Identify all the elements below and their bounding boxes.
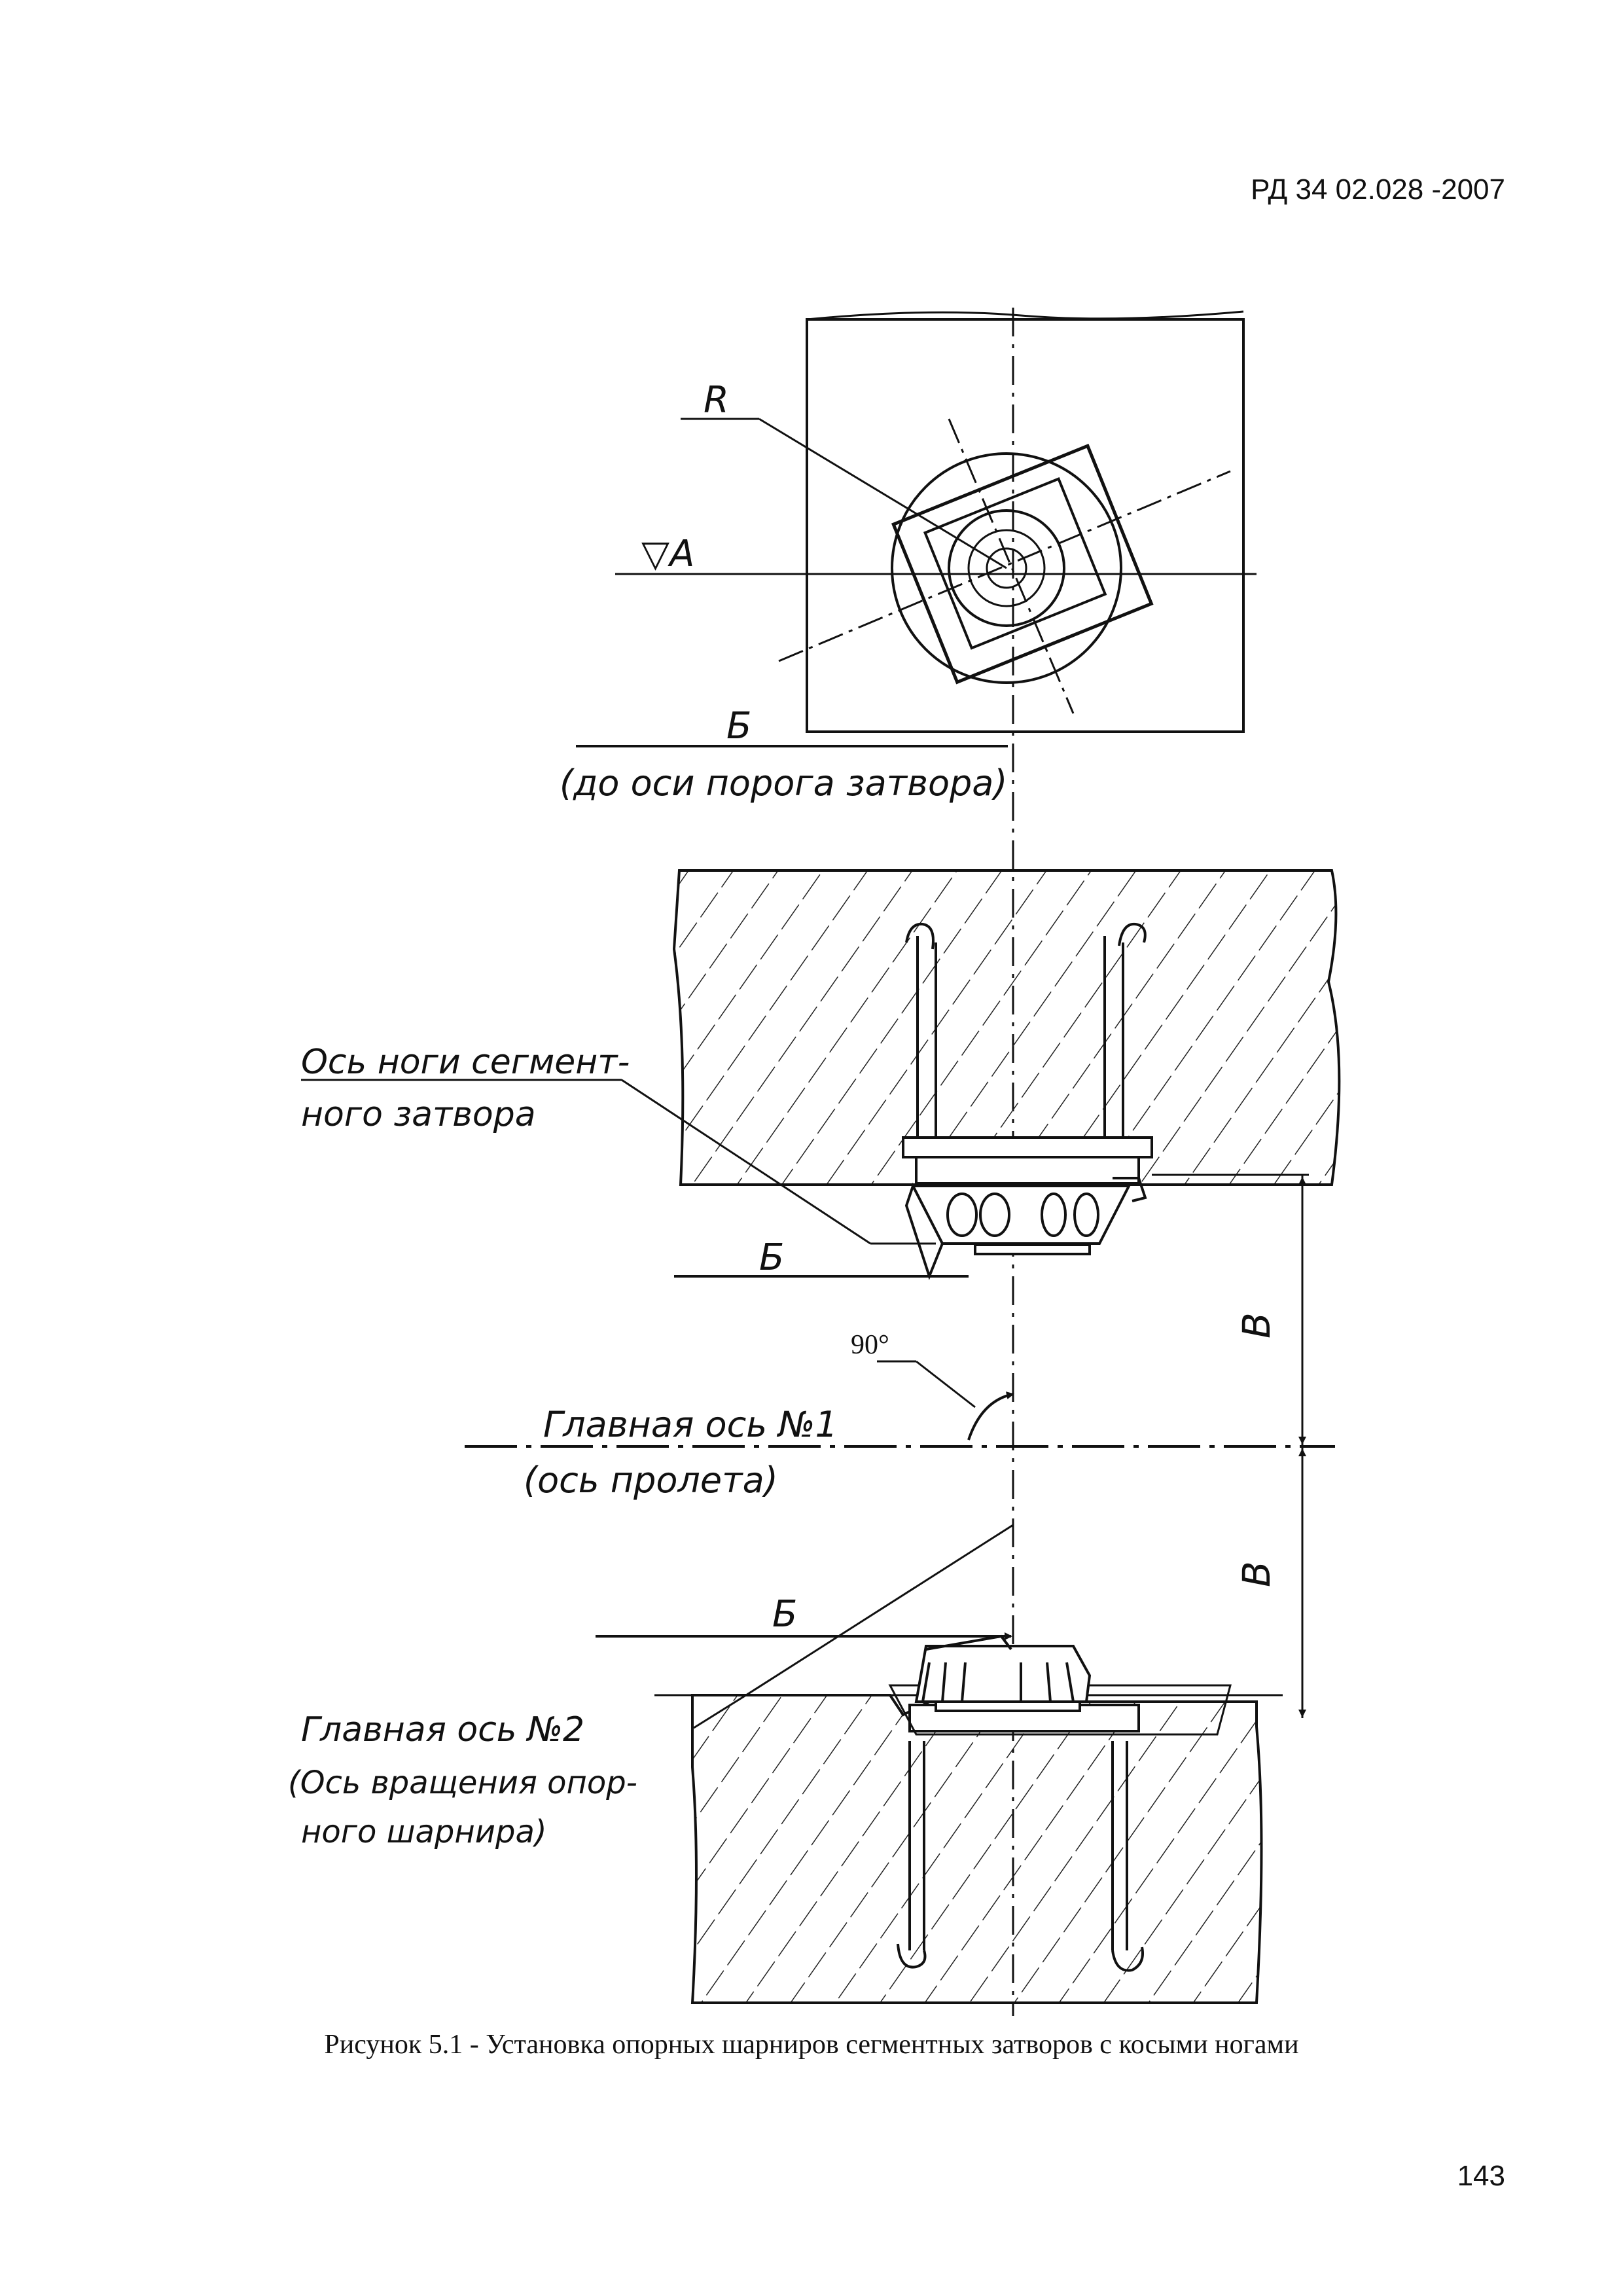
main-axis-1-label: Главная ось №1 — [543, 1404, 838, 1445]
leg-axis-label-line1: Ось ноги сегмент- — [301, 1043, 630, 1082]
document-id: РД 34 02.028 -2007 — [1251, 173, 1505, 206]
right-angle-mark — [877, 1360, 1014, 1441]
page-number: 143 — [1457, 2160, 1505, 2192]
main-axis-2-note-line2: ного шарнира) — [301, 1814, 547, 1850]
main-axis-2-note-line1: (Ось вращения опор- — [288, 1765, 637, 1801]
upper-concrete-block — [672, 869, 1341, 1186]
section-note: (до оси порога затвора) — [560, 762, 1007, 804]
main-axis-1-note: (ось пролета) — [524, 1460, 778, 1501]
dimension-lines — [1152, 1174, 1309, 1718]
main-axis-2-label: Главная ось №2 — [301, 1710, 584, 1749]
plan-view — [576, 310, 1257, 747]
hinge-housing-plan — [891, 444, 1154, 685]
angle-label: 90° — [851, 1330, 889, 1360]
section-mark-mid: Б — [759, 1236, 784, 1279]
lower-concrete-block — [690, 1684, 1263, 2004]
hinge-upper — [301, 1079, 1147, 1280]
section-mark-top: Б — [726, 705, 751, 747]
level-mark-label: ▽A — [641, 533, 694, 575]
dim-lower-label: В — [1234, 1561, 1279, 1587]
radius-label: R — [704, 379, 729, 422]
hinge-lower — [914, 1634, 1092, 1712]
leg-axis-label-line2: ного затвора — [301, 1095, 536, 1134]
section-mark-low: Б — [772, 1593, 797, 1636]
figure-caption: Рисунок 5.1 - Установка опорных шарниров… — [324, 2030, 1299, 2060]
dim-upper-label: В — [1234, 1312, 1279, 1338]
